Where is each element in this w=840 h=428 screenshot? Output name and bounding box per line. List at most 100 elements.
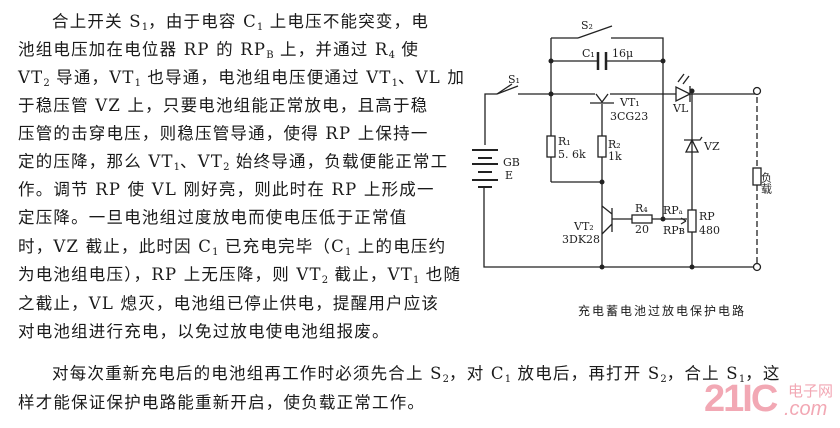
text-segment: 始终导通，负载便能正常工 — [229, 152, 449, 171]
subscript: 1 — [256, 22, 264, 33]
text-segment: VT — [18, 68, 44, 87]
junction-dots — [548, 58, 695, 270]
text-segment: ，这 — [745, 364, 781, 383]
led-vl — [675, 73, 692, 103]
label-vt1: VT₁ — [619, 96, 640, 109]
subscript: 1 — [212, 247, 219, 258]
load-terminal-top — [752, 86, 762, 96]
watermark-21ic: 21IC — [704, 378, 778, 420]
subscript: 1 — [412, 275, 420, 286]
text-segment: 、VL 加 — [397, 68, 466, 87]
label-r2-value: 1k — [608, 150, 622, 163]
subscript: 1 — [141, 22, 149, 33]
label-vt1-model: 3CG23 — [610, 110, 648, 123]
label-s2: S₂ — [581, 19, 593, 32]
text-segment: 为电池组电压），RP 上无压降，则 VT — [18, 265, 322, 284]
text-segment: 导通，VT — [49, 68, 135, 87]
text-segment: ，合上 S — [666, 364, 739, 383]
text-line: 定的压降，那么 VT1、VT2 始终导通，负载便能正常工 — [18, 152, 448, 178]
text-line: 之截止，VL 熄灭，电池组已停止供电，提醒用户应该 — [18, 294, 439, 314]
label-c1: C₁ — [582, 47, 595, 60]
text-segment: 时，VZ 截止，此时因 C — [18, 237, 213, 256]
text-line: 压管的击穿电压，则稳压管导通，使得 RP 上保持一 — [18, 124, 429, 144]
subscript: 1 — [344, 247, 352, 258]
text-line: 对电池组进行充电，以免过放电使电池组报废。 — [18, 322, 390, 342]
watermark-cn: 电子网 — [788, 382, 834, 400]
text-segment: 对电池组进行充电，以免过放电使电池组报废。 — [18, 322, 390, 341]
text-line: 样才能保证保护电路能重新开启，使负载正常工作。 — [18, 393, 425, 413]
text-segment: 定的压降，那么 VT — [18, 152, 174, 171]
transistor-vt2 — [601, 205, 613, 235]
label-r1-value: 5. 6k — [558, 148, 586, 161]
subscript: 2 — [321, 275, 329, 286]
text-segment: 上，并通过 R — [273, 40, 389, 59]
subscript: 1 — [391, 78, 398, 89]
text-line: 对每次重新充电后的电池组再工作时必须先合上 S2，对 C1 放电后，再打开 S2… — [52, 364, 781, 390]
subscript: 1 — [738, 374, 746, 385]
text-segment: 作。调节 RP 使 VL 刚好亮，则此时在 RP 上形成一 — [18, 180, 435, 199]
circuit-diagram: S₂ C₁ 16μ S₁ VT₁ 3CG23 VL R₁ 5. 6k R₂ 1k… — [472, 19, 773, 272]
label-load: 负载 — [760, 171, 773, 194]
label-vt2-model: 3DK28 — [562, 233, 600, 246]
text-segment: 也导通，电池组电压便通过 VT — [140, 68, 392, 87]
label-vz: VZ — [703, 140, 720, 153]
potentiometer-rp — [687, 209, 697, 233]
subscript: 2 — [223, 162, 230, 173]
subscript: 1 — [504, 374, 512, 385]
label-rpa: RPₐ — [663, 204, 683, 217]
label-rpb: RPʙ — [663, 224, 685, 237]
label-r2: R₂ — [608, 138, 621, 151]
text-segment: 于稳压管 VZ 上，只要电池组能正常放电，且高于稳 — [18, 96, 429, 115]
text-line: VT2 导通，VT1 也导通，电池组电压便通过 VT1、VL 加 — [18, 68, 465, 94]
load-terminal-bottom — [752, 262, 762, 272]
transistor-vt1 — [590, 93, 614, 104]
resistor-r4 — [631, 214, 653, 224]
text-segment: 上电压不能突变，电 — [263, 12, 430, 31]
resistor-r2 — [597, 135, 607, 158]
label-r4-value: 20 — [635, 223, 649, 236]
zener-vz — [684, 136, 703, 153]
text-segment: 截止，VT — [328, 265, 413, 284]
battery-gb — [472, 149, 498, 188]
text-segment: 样才能保证保护电路能重新开启，使负载正常工作。 — [18, 393, 426, 412]
text-segment: ，对 C — [449, 364, 505, 383]
label-rp: RP — [699, 210, 715, 223]
text-segment: 、VT — [180, 152, 224, 171]
text-segment: 使 — [394, 40, 420, 59]
subscript: 2 — [442, 374, 450, 385]
label-vl: VL — [672, 102, 689, 115]
wires — [483, 37, 757, 268]
label-c1-value: 16μ — [612, 47, 633, 60]
watermark-com: .com — [784, 398, 828, 420]
subscript: 4 — [388, 50, 395, 61]
text-segment: ，由于电容 C — [148, 12, 257, 31]
subscript: 1 — [134, 78, 141, 89]
switch-s2 — [577, 25, 613, 39]
label-rp-value: 480 — [699, 224, 720, 237]
text-segment: 放电后，再打开 S — [511, 364, 661, 383]
text-line: 作。调节 RP 使 VL 刚好亮，则此时在 RP 上形成一 — [18, 180, 435, 200]
text-segment: 合上开关 S — [52, 12, 142, 31]
text-line: 合上开关 S1，由于电容 C1 上电压不能突变，电 — [52, 12, 429, 38]
resistor-r1 — [546, 135, 556, 158]
label-r4: R₄ — [635, 202, 648, 215]
label-s1: S₁ — [508, 73, 520, 86]
text-segment: 之截止，VL 熄灭，电池组已停止供电，提醒用户应该 — [18, 294, 440, 313]
text-line: 池组电压加在电位器 RP 的 RPB 上，并通过 R4 使 — [18, 40, 419, 66]
text-line: 为电池组电压），RP 上无压降，则 VT2 截止，VT1 也随 — [18, 265, 461, 291]
text-segment: 已充电完毕（C — [218, 237, 345, 256]
label-vt2: VT₂ — [573, 220, 594, 233]
subscript: 2 — [660, 374, 667, 385]
text-segment: 定压降。一旦电池组过度放电而使电压低于正常值 — [18, 208, 408, 227]
subscript: 1 — [173, 162, 181, 173]
subscript: B — [266, 50, 274, 61]
subscript: 2 — [43, 78, 50, 89]
text-segment: 池组电压加在电位器 RP 的 RP — [18, 40, 267, 59]
label-r1: R₁ — [558, 135, 571, 148]
text-line: 于稳压管 VZ 上，只要电池组能正常放电，且高于稳 — [18, 96, 428, 116]
capacitor-c1 — [596, 52, 608, 70]
label-e: E — [505, 169, 513, 182]
diagram-caption: 充电蓄电池过放电保护电路 — [578, 304, 747, 318]
switch-s1 — [496, 83, 519, 95]
label-gb: GB — [503, 156, 520, 169]
